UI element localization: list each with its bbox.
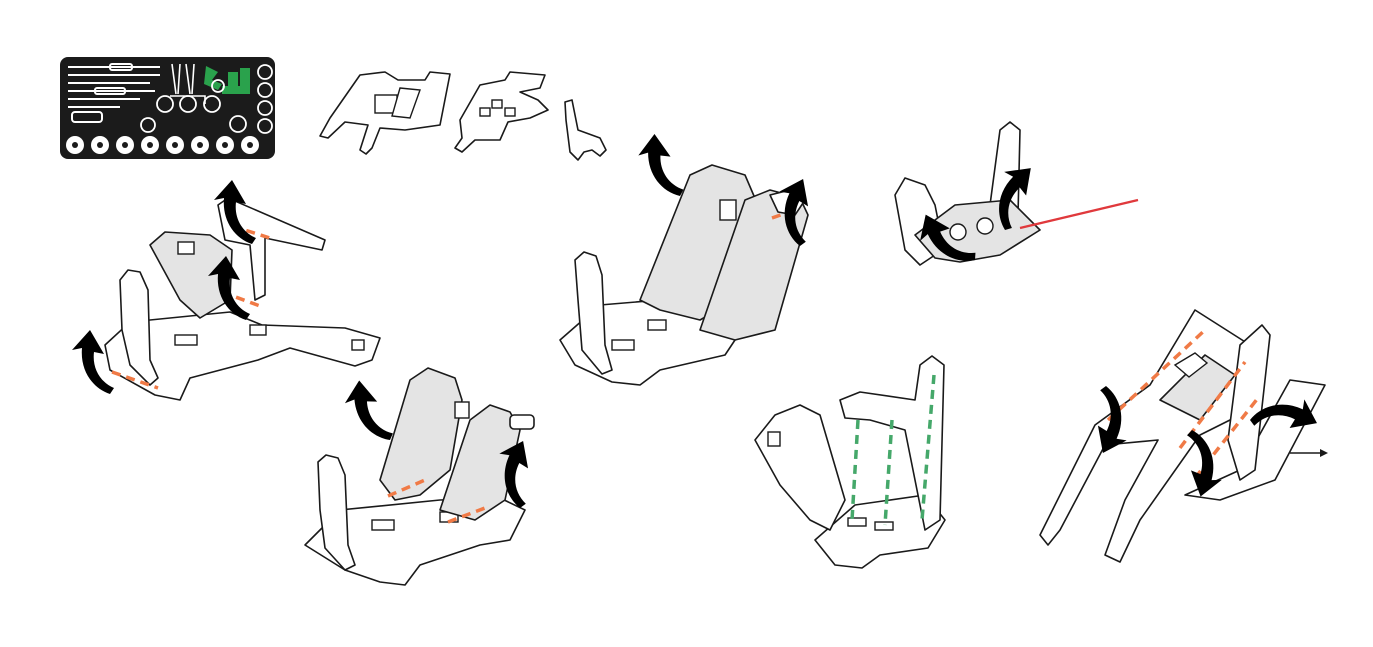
slot <box>352 340 364 350</box>
slot <box>720 200 736 220</box>
step-5-side-part <box>755 405 845 530</box>
step-2-tab <box>510 415 534 429</box>
fold-arrow-icon <box>341 376 393 446</box>
slot <box>455 402 469 418</box>
slot <box>612 340 634 350</box>
slot <box>648 320 666 330</box>
fold-arrow-icon <box>637 132 684 199</box>
flat-piece-1 <box>320 72 450 154</box>
slot <box>372 520 394 530</box>
step-1-assembly <box>72 180 380 400</box>
hole <box>950 224 966 240</box>
step-6-chassis <box>1040 310 1250 562</box>
slot <box>178 242 194 254</box>
step-5-assembly <box>755 356 945 568</box>
slot <box>875 522 893 530</box>
hole <box>977 218 993 234</box>
step-3-assembly <box>560 132 826 385</box>
parts-sheet <box>60 57 275 159</box>
flat-piece-2 <box>455 72 548 152</box>
slot <box>175 335 197 345</box>
flat-piece-3 <box>565 100 606 160</box>
step-2-assembly <box>305 368 546 585</box>
step-4-assembly <box>895 122 1138 279</box>
slot <box>848 518 866 526</box>
next-arrow-icon <box>1290 449 1328 457</box>
pointer-line <box>1020 200 1138 228</box>
slot <box>768 432 780 446</box>
step-6-assembly <box>1040 310 1325 562</box>
slot <box>250 325 266 335</box>
